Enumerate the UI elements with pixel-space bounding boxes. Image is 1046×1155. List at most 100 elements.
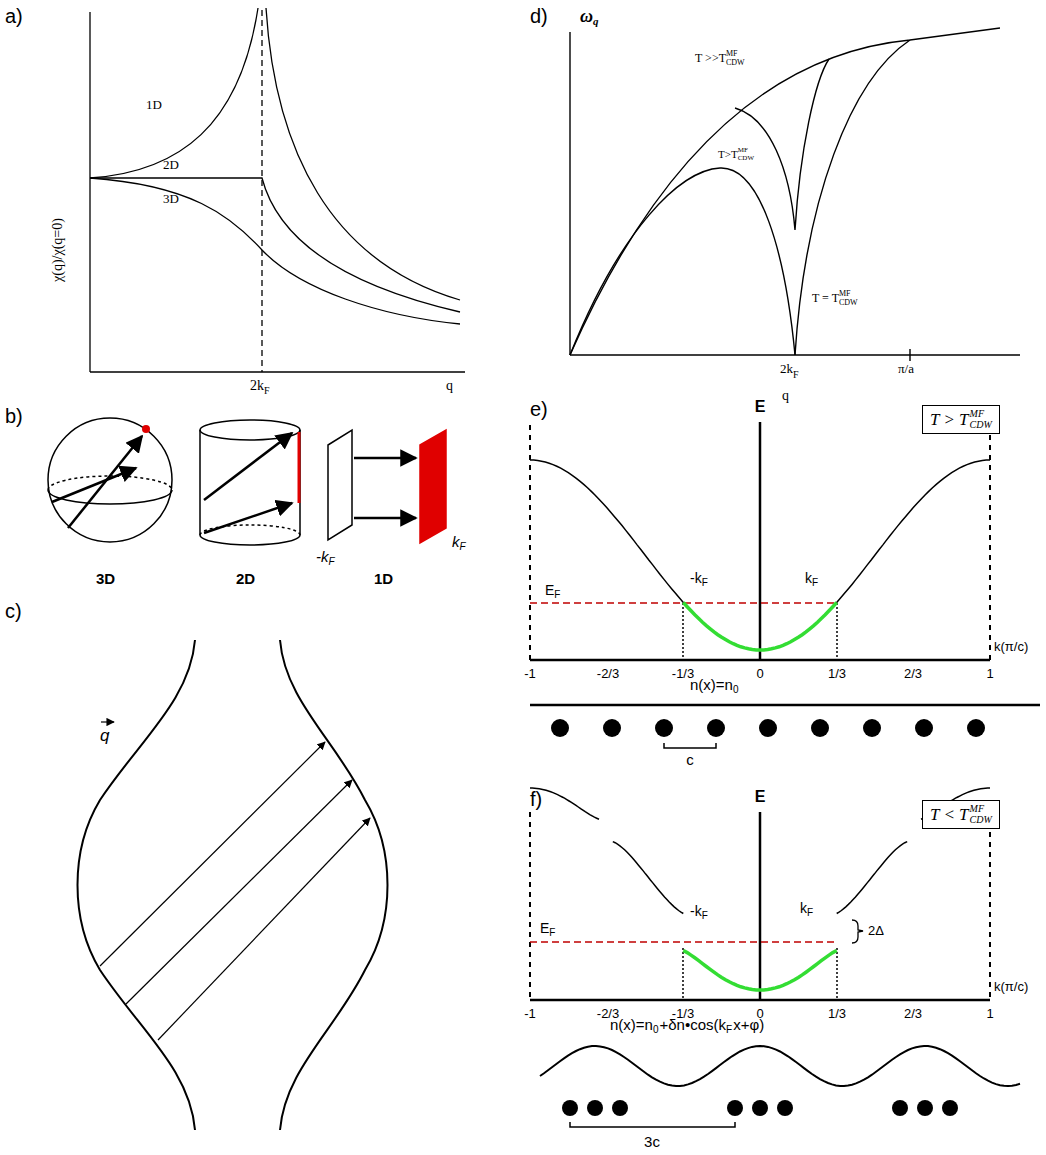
figure-stroke (48, 418, 172, 542)
axis-label: CDW (839, 298, 858, 307)
figure-stroke (759, 719, 777, 737)
axis-label: 0 (756, 667, 763, 682)
figure-stroke (420, 430, 446, 543)
axis-label: F (812, 577, 818, 589)
band-above-transition (530, 422, 1040, 748)
axis-label: n(x)=n (690, 676, 733, 693)
sup-sub-stack: MFCDW (970, 804, 992, 825)
axis-label: F (554, 589, 560, 601)
axis-label: CDW (738, 154, 754, 162)
axis-label: π/a (898, 362, 914, 377)
axis-label: 3c (644, 1133, 660, 1150)
figure-stroke (204, 433, 292, 500)
figure-stroke (682, 603, 684, 660)
atom-trimers (562, 1100, 958, 1116)
figure-stroke (570, 168, 795, 355)
figure-stroke (917, 1100, 933, 1116)
figure-stroke (852, 920, 863, 943)
panel-letter: a) (5, 5, 23, 28)
axis-label: E (540, 920, 549, 936)
axis-label: k (452, 533, 460, 550)
axis-label: c (686, 751, 694, 768)
figure-stroke (530, 941, 837, 943)
figure-stroke (204, 503, 292, 533)
axis-label: F (702, 577, 708, 589)
figure-stroke (126, 780, 352, 1004)
figure-stroke (836, 948, 838, 1000)
axis-label: T = T (812, 292, 839, 306)
panel-letter: e) (530, 398, 548, 421)
axis-label: -k (690, 903, 702, 919)
axis-label: -k (316, 548, 329, 565)
axis-label: 1/3 (828, 667, 846, 682)
axis-label: 2/3 (904, 1007, 922, 1022)
figure-stroke (892, 1100, 908, 1116)
figure-stroke (90, 371, 465, 372)
axis-label: 2D (163, 158, 179, 173)
figure-stroke (707, 719, 725, 737)
figure-stroke (683, 951, 836, 991)
axis-label: 3D (96, 570, 115, 587)
figure-stroke (299, 430, 301, 535)
figure-stroke (777, 1100, 793, 1116)
nested-fermi-surface (78, 640, 388, 1130)
figure-stroke (280, 640, 388, 1130)
figure-stroke (735, 59, 829, 230)
axis-label: 3D (163, 192, 179, 207)
figure-stroke (863, 719, 881, 737)
axis-label: 2/3 (904, 667, 922, 682)
axis-label: T >>T (695, 52, 726, 66)
axis-label: MF (738, 146, 748, 154)
figure-stroke (682, 948, 684, 1000)
axis-label: x+φ) (733, 1016, 764, 1033)
axis-label: k (805, 570, 812, 586)
figure-stroke (90, 8, 258, 178)
axis-label: 1 (986, 667, 993, 682)
axis-label: 1/3 (828, 1007, 846, 1022)
figure-stroke (759, 422, 762, 660)
figure-stroke (664, 743, 716, 748)
figure-stroke (100, 742, 325, 966)
atom-row (551, 719, 985, 737)
figure-stroke (683, 603, 836, 651)
axis-label: MF (839, 289, 851, 298)
figure-stroke (759, 812, 762, 1000)
figure-stroke (90, 178, 460, 312)
phonon-softening-plot (570, 28, 1020, 361)
panel-letter: c) (5, 600, 22, 623)
axis-label: 1D (374, 570, 393, 587)
panel-letter: b) (5, 405, 23, 428)
axis-label: χ(q)/χ(q=0) (50, 218, 66, 282)
figure-stroke (529, 812, 531, 1000)
figure-stroke (530, 788, 990, 914)
axis-label: MF (726, 49, 738, 58)
axis-label: 0 (733, 684, 739, 696)
figure-stroke (655, 719, 673, 737)
figure-stroke (587, 1100, 603, 1116)
axis-label: n(x)=n (610, 1016, 653, 1033)
axis-label: 2D (236, 570, 255, 587)
band-below-transition (530, 788, 1020, 1127)
axis-label: F (726, 1024, 732, 1036)
figure-stroke (612, 1100, 628, 1116)
axis-label: q (100, 726, 109, 746)
axis-label: E (545, 582, 554, 598)
figure-stroke (569, 32, 570, 355)
temperature-index: CDW (970, 815, 992, 826)
axis-label: CDW (726, 58, 745, 67)
figure-stroke (727, 1100, 743, 1116)
panel-letter: d) (530, 5, 548, 28)
temperature-box: T < TMFCDW (922, 800, 1000, 829)
figure-stroke (570, 28, 1000, 355)
axis-label: k(π/c) (994, 640, 1028, 655)
axis-label: 2k (780, 362, 793, 377)
figure-stroke (540, 1046, 1020, 1086)
figure-stroke (298, 432, 301, 503)
axis-label: 1D (146, 98, 162, 113)
figure-stroke (68, 436, 142, 528)
figure-stroke (909, 349, 910, 361)
figure-stroke (915, 719, 933, 737)
figure-stroke (967, 719, 985, 737)
figure-stroke (354, 517, 416, 520)
